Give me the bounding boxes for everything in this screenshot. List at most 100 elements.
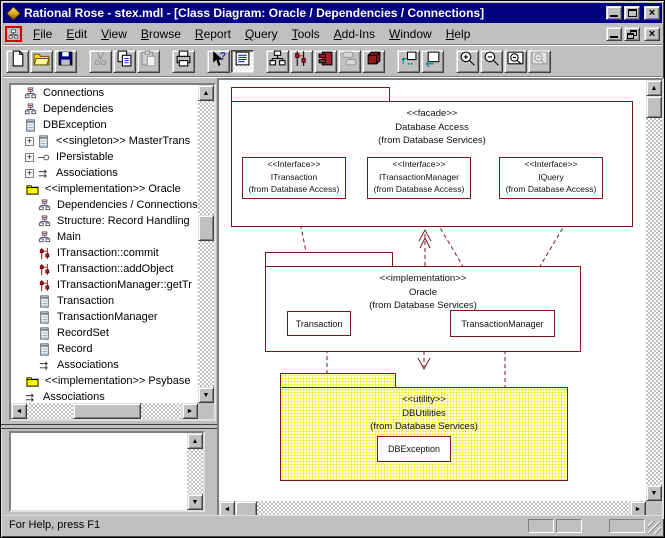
class-dbexception[interactable]: DBException: [377, 436, 451, 462]
tree-scrollbar-corner: [198, 403, 214, 419]
tree-item-record[interactable]: Record: [11, 341, 198, 357]
minimize-button[interactable]: [606, 6, 622, 20]
app-logo-icon: [6, 5, 21, 21]
tree-item-implementation-psybase[interactable]: <<implementation>> Psybase: [11, 373, 198, 389]
menu-edit[interactable]: Edit: [66, 27, 88, 41]
previous-view-button[interactable]: [421, 49, 444, 73]
menu-addins[interactable]: Add-Ins: [333, 27, 376, 41]
tree-item-connections[interactable]: Connections: [11, 85, 198, 101]
title-bar[interactable]: Rational Rose - stex.mdl - [Class Diagra…: [3, 3, 662, 23]
class-transactionmanager[interactable]: TransactionManager: [450, 310, 555, 337]
tree-item-itransactionmanager-gettr[interactable]: ITransactionManager::getTr: [11, 277, 198, 293]
zoom-in-button[interactable]: [456, 49, 479, 73]
menu-window[interactable]: Window: [389, 27, 432, 41]
package-oracle[interactable]: <<implementation>> Oracle (from Database…: [265, 266, 581, 352]
tree-item-singleton-mastertrans[interactable]: + <<singleton>> MasterTrans: [11, 133, 198, 149]
zoom-out-button[interactable]: [480, 49, 503, 73]
panel-splitter[interactable]: [1, 424, 217, 429]
menu-browse[interactable]: Browse: [140, 27, 181, 41]
save-file-button[interactable]: [54, 49, 77, 73]
class-diagram-window: <<facade>> Database Access (from Databas…: [217, 78, 664, 519]
diagram-canvas[interactable]: <<facade>> Database Access (from Databas…: [219, 80, 646, 501]
browse-parent-button[interactable]: [397, 49, 420, 73]
tree-item-label: <<singleton>> MasterTrans: [56, 135, 191, 147]
child-window-system-icon[interactable]: [5, 26, 22, 42]
child-restore-icon: [627, 29, 637, 39]
diagram-scroll-down-button[interactable]: ▼: [646, 485, 662, 501]
tree-item-recordset[interactable]: RecordSet: [11, 325, 198, 341]
package-tab-oracle[interactable]: [265, 252, 393, 267]
tree-item-dependencies-connections[interactable]: Dependencies / Connections: [11, 197, 198, 213]
tree-scroll-left-button[interactable]: ◄: [11, 403, 27, 419]
tree-item-label: Structure: Record Handling: [57, 215, 190, 227]
child-close-button[interactable]: ×: [644, 27, 660, 41]
tree-vertical-scrollbar[interactable]: ▲ ▼: [198, 85, 214, 403]
documentation-text[interactable]: [13, 435, 185, 508]
open-file-button[interactable]: [30, 49, 53, 73]
tree-item-main[interactable]: Main: [11, 229, 198, 245]
class-diagram-button[interactable]: [266, 49, 289, 73]
tree-item-itransaction-commit[interactable]: ITransaction::commit: [11, 245, 198, 261]
state-diagram-icon: [341, 50, 358, 72]
tree-item-structure-record-handling[interactable]: Structure: Record Handling: [11, 213, 198, 229]
fit-in-window-button[interactable]: [504, 49, 527, 73]
tree-item-associations[interactable]: Associations: [11, 389, 198, 403]
tree-vscroll-thumb[interactable]: [198, 215, 214, 241]
tree-expander[interactable]: +: [25, 151, 34, 162]
child-restore-button[interactable]: [624, 27, 640, 41]
menu-file[interactable]: File: [33, 27, 53, 41]
class-transaction[interactable]: Transaction: [287, 311, 351, 336]
tree-item-dbexception[interactable]: DBException: [11, 117, 198, 133]
tree-scroll-right-button[interactable]: ►: [182, 403, 198, 419]
menu-view[interactable]: View: [101, 27, 127, 41]
menu-help[interactable]: Help: [445, 27, 471, 41]
tree-item-itransaction-addobject[interactable]: ITransaction::addObject: [11, 261, 198, 277]
deployment-diagram-button[interactable]: [362, 49, 385, 73]
browse-parent-icon: [400, 50, 417, 72]
tree-hscroll-thumb[interactable]: [73, 403, 141, 419]
diagram-icon: [24, 102, 38, 116]
resize-grip[interactable]: [648, 521, 661, 534]
tree-item-implementation-oracle[interactable]: <<implementation>> Oracle: [11, 181, 198, 197]
menu-tools[interactable]: Tools: [291, 27, 320, 41]
doc-scroll-up-button[interactable]: ▲: [187, 433, 203, 449]
class-itransactionmanager[interactable]: <<Interface>> ITransactionManager (from …: [367, 157, 471, 199]
tree-scroll-down-button[interactable]: ▼: [198, 387, 214, 403]
documentation-window-button[interactable]: [231, 49, 254, 73]
tree-item-transaction[interactable]: Transaction: [11, 293, 198, 309]
diagram-icon: [38, 214, 52, 228]
menu-report[interactable]: Report: [194, 27, 231, 41]
diagram-scroll-up-button[interactable]: ▲: [646, 80, 662, 96]
tree-scroll-up-button[interactable]: ▲: [198, 85, 214, 101]
diagram-vertical-scrollbar[interactable]: ▲ ▼: [646, 80, 662, 501]
doc-vertical-scrollbar[interactable]: ▲ ▼: [187, 433, 203, 510]
maximize-button[interactable]: [624, 6, 640, 20]
diagram-horizontal-scrollbar[interactable]: ◄ ►: [219, 501, 646, 517]
context-help-button[interactable]: ?: [207, 49, 230, 73]
print-button[interactable]: [172, 49, 195, 73]
tree-item-transactionmanager[interactable]: TransactionManager: [11, 309, 198, 325]
class-itransaction[interactable]: <<Interface>> ITransaction (from Databas…: [242, 157, 346, 199]
class-iquery[interactable]: <<Interface>> IQuery (from Database Acce…: [499, 157, 603, 199]
package-tab-dbutilities[interactable]: [280, 373, 396, 388]
tree-horizontal-scrollbar[interactable]: ◄ ►: [11, 403, 198, 419]
tree-expander[interactable]: +: [25, 135, 34, 146]
tree-item-dependencies[interactable]: Dependencies: [11, 101, 198, 117]
copy-button[interactable]: [113, 49, 136, 73]
tree-expander[interactable]: +: [25, 167, 34, 178]
component-diagram-button[interactable]: [314, 49, 337, 73]
new-file-button[interactable]: [6, 49, 29, 73]
close-button[interactable]: ×: [644, 6, 660, 20]
doc-scroll-down-button[interactable]: ▼: [187, 494, 203, 510]
tree-item-associations[interactable]: +Associations: [11, 165, 198, 181]
package-tab-database-access[interactable]: [231, 87, 390, 102]
tree-item-ipersistable[interactable]: +IPersistable: [11, 149, 198, 165]
child-minimize-button[interactable]: [606, 27, 622, 41]
menu-query[interactable]: Query: [244, 27, 278, 41]
diagram-vscroll-thumb[interactable]: [646, 96, 662, 118]
tree-item-associations[interactable]: Associations: [11, 357, 198, 373]
tree-item-label: Transaction: [57, 295, 115, 307]
package-dbutilities[interactable]: <<utility>> DBUtilities (from Database S…: [280, 387, 568, 481]
tree-item-label: ITransactionManager::getTr: [57, 279, 192, 291]
interaction-diagram-button[interactable]: [290, 49, 313, 73]
